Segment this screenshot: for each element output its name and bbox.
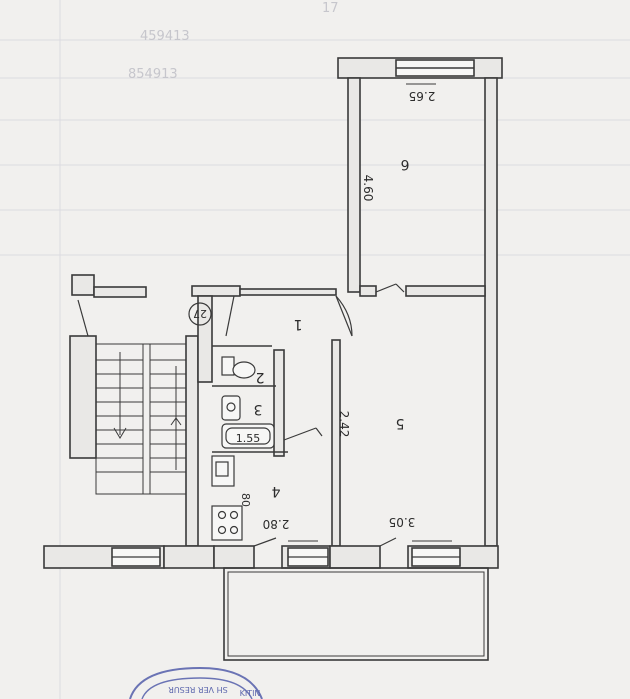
room-number-2: 2 [256, 369, 265, 385]
stamp: SH VER RESUR KITIN [129, 666, 263, 699]
dim-room4-depth: 80 [239, 493, 252, 507]
dim-room6-width: 2.65 [409, 89, 436, 103]
faint-header-text-1: 17 [322, 1, 339, 16]
dim-room5-length: 2.42 [337, 411, 351, 438]
room-number-5: 5 [396, 415, 405, 431]
fixtures [211, 356, 275, 541]
faint-header: 17 459413 854913 [128, 1, 339, 82]
interior-partitions [212, 345, 288, 453]
room-number-3: 3 [254, 401, 263, 417]
room-number-6: 6 [400, 156, 409, 172]
staircase [95, 343, 187, 495]
doors [77, 283, 405, 547]
faint-header-text-2: 459413 [140, 29, 190, 44]
dimension-lines [288, 83, 452, 542]
room-number-1: 1 [294, 316, 303, 332]
dim-bath-width: 1.55 [236, 432, 261, 445]
walls [43, 57, 503, 661]
circled-marker: 27 [188, 302, 212, 326]
faint-header-text-3: 854913 [128, 67, 178, 82]
dim-room6-length: 4.60 [361, 175, 375, 202]
room-number-4: 4 [271, 483, 280, 499]
stamp-text-1: SH VER RESUR [168, 685, 228, 694]
dim-room5-width: 3.05 [389, 515, 416, 529]
marker-text: 27 [193, 307, 207, 320]
stamp-text-2: KITIN [240, 689, 261, 698]
dim-room4-width: 2.80 [263, 517, 290, 531]
